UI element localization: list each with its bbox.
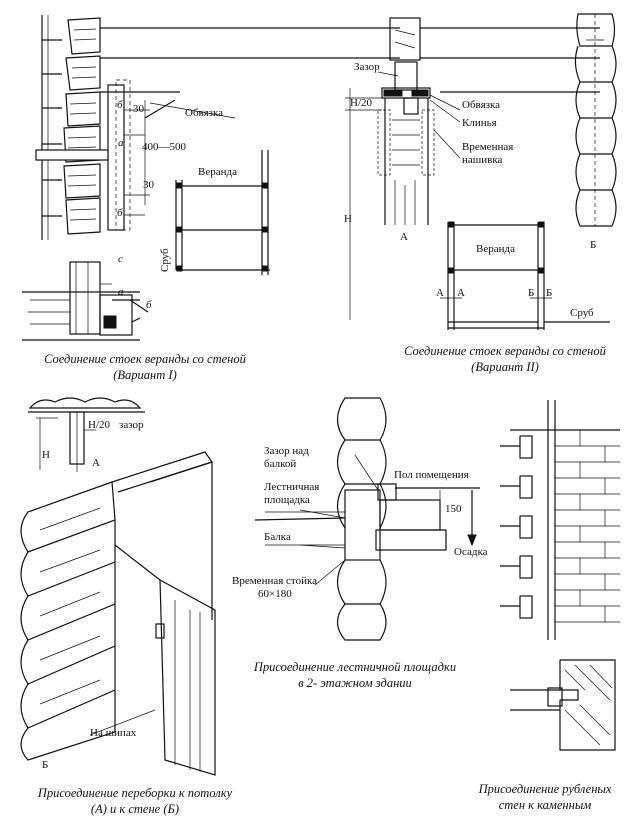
label-A-plan-1: А [436, 287, 444, 299]
label-osadka: Осадка [454, 546, 488, 558]
label-lestnichnaya-1: Лестничная [264, 481, 319, 493]
fig2-post-detail [345, 17, 600, 320]
label-a-mid: а [118, 137, 124, 149]
label-sruba-2: Сруб [570, 307, 594, 319]
label-dim-30-bottom: 30 [143, 179, 155, 191]
caption-fig4-line1: Присоединение лестничной площадки [253, 660, 457, 674]
label-dim-30-top: 30 [133, 103, 145, 115]
fig4-landing-section [254, 397, 480, 641]
label-b-top: б [117, 99, 123, 111]
caption-fig3-line2: (А) и к стене (Б) [90, 801, 180, 816]
label-H-fig3: H [42, 449, 50, 461]
label-veranda-2: Веранда [476, 243, 515, 255]
label-dim-400-500: 400—500 [142, 141, 187, 153]
caption-fig5-line1: Присоединение рубленых [478, 782, 612, 796]
label-nashivka-2: нашивка [462, 154, 502, 166]
caption-fig3-line1: Присоединение переборки к потолку [37, 786, 233, 800]
fig2-labels: Зазор H/20 Обвязка Клинья Временная наши… [344, 61, 596, 319]
label-stoyka-2: 60×180 [258, 588, 292, 600]
label-c: с [118, 253, 123, 265]
fig4-labels: Зазор над балкой Пол помещения Лестнична… [232, 445, 488, 600]
label-nashivka-1: Временная [462, 141, 513, 153]
label-A-fig3: А [92, 457, 100, 469]
label-zazor: Зазор [354, 61, 380, 73]
label-h20-fig2: H/20 [350, 97, 373, 109]
label-stoyka-1: Временная стойка [232, 575, 317, 587]
caption-fig1-line1: Соединение стоек веранды со стеной [44, 352, 246, 366]
label-h20-fig3: H/20 [88, 419, 111, 431]
fig1-labels: Обвязка 30 400—500 30 б а б Веранда Сруб… [117, 99, 237, 311]
label-b-low: б [117, 207, 123, 219]
caption-fig5: Присоединение рубленых стен к каменным [460, 782, 630, 813]
label-A-plan-2: А [457, 287, 465, 299]
fig2-log-column [574, 13, 617, 227]
label-obvyazka-2: Обвязка [462, 99, 500, 111]
label-H-fig2: H [344, 213, 352, 225]
caption-fig3: Присоединение переборки к потолку (А) и … [10, 786, 260, 817]
fig3-ceiling-detail [28, 397, 145, 472]
label-na-shipah: На шипах [90, 727, 137, 739]
label-b-detail: б [146, 299, 152, 311]
caption-fig1: Соединение стоек веранды со стеной (Вари… [20, 352, 270, 383]
label-B-fig2: Б [590, 239, 596, 251]
caption-fig2: Соединение стоек веранды со стеной (Вари… [380, 344, 630, 375]
label-a-detail: а [118, 286, 124, 298]
caption-fig2-line2: (Вариант II) [471, 359, 539, 374]
fig3-partition-wall [20, 451, 216, 776]
fig1-detail-section [22, 261, 149, 341]
fig2-veranda-plan [440, 221, 610, 330]
fig5-brick-elevation [500, 400, 620, 640]
label-zazor-balka-2: балкой [264, 458, 296, 470]
label-obvyazka-1: Обвязка [185, 107, 223, 119]
label-B-plan-1: Б [528, 287, 534, 299]
fig3-labels: H/20 зазор H А Б На шипах [42, 419, 144, 771]
caption-fig4-line2: в 2- этажном здании [298, 675, 412, 690]
caption-fig4: Присоединение лестничной площадки в 2- э… [240, 660, 470, 691]
label-A-fig2: А [400, 231, 408, 243]
label-B-plan-2: Б [546, 287, 552, 299]
label-zazor-fig3: зазор [119, 419, 144, 431]
label-balka: Балка [264, 531, 291, 543]
label-zazor-balka-1: Зазор над [264, 445, 309, 457]
label-veranda-1: Веранда [198, 166, 237, 178]
label-sruba-1: Сруб [159, 248, 171, 272]
caption-fig5-line2: стен к каменным [498, 797, 592, 812]
caption-fig2-line1: Соединение стоек веранды со стеной [404, 344, 606, 358]
label-lestnichnaya-2: площадка [264, 494, 310, 506]
label-B-fig3: Б [42, 759, 48, 771]
fig5-plan-section [510, 659, 616, 751]
label-dim-150: 150 [445, 503, 462, 515]
label-pol: Пол помещения [394, 469, 469, 481]
caption-fig1-line2: (Вариант I) [113, 367, 177, 382]
label-klinya: Клинья [462, 117, 497, 129]
fig1-wall-elevation [35, 15, 400, 275]
